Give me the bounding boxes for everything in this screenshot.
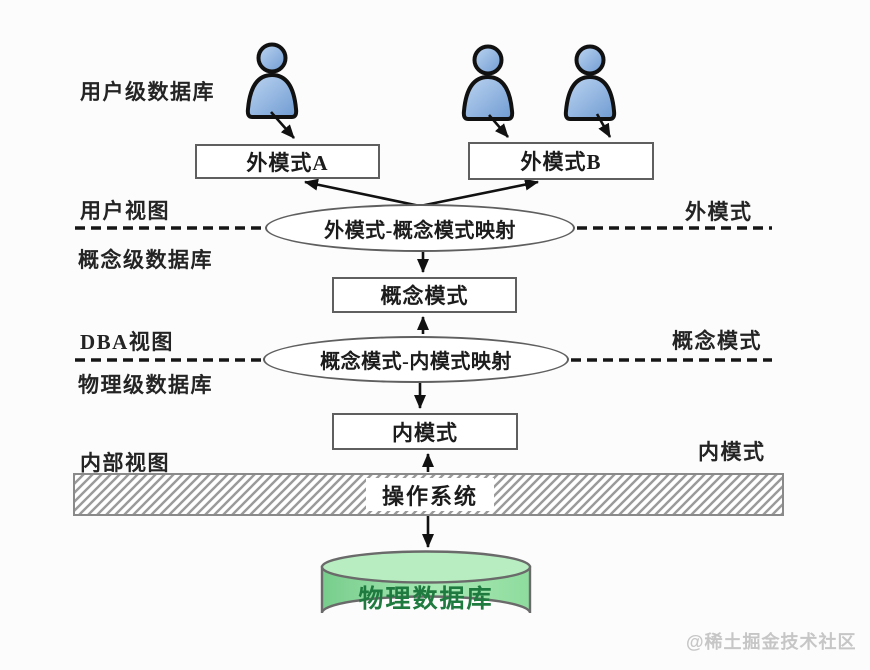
- label-user-view: 用户视图: [80, 199, 170, 223]
- node-conceptual-internal-mapping: 概念模式-内模式映射: [263, 336, 569, 383]
- node-external-schema-a-label: 外模式A: [246, 150, 329, 175]
- node-internal-schema-label: 内模式: [392, 420, 458, 445]
- node-external-schema-a: 外模式A: [195, 144, 380, 179]
- label-physical-level-database: 物理级数据库: [78, 373, 213, 397]
- database-cylinder: [320, 550, 532, 614]
- node-external-schema-b-label: 外模式B: [520, 150, 602, 174]
- label-external-schema-level: 外模式: [685, 200, 753, 224]
- node-internal-schema: 内模式: [332, 413, 518, 450]
- node-external-schema-b: 外模式B: [468, 142, 654, 180]
- node-external-conceptual-mapping-label: 外模式-概念模式映射: [324, 219, 516, 242]
- label-dba-view: DBA视图: [80, 330, 174, 354]
- arrow-user2-to-schema-b: [488, 114, 509, 138]
- watermark: @稀土掘金技术社区: [686, 632, 857, 652]
- operating-system-text: 操作系统: [381, 483, 478, 509]
- label-internal-schema-level: 内模式: [698, 440, 766, 464]
- node-external-conceptual-mapping: 外模式-概念模式映射: [265, 204, 575, 252]
- arrow-user1-to-schema-a: [270, 111, 295, 139]
- operating-system-label: 操作系统: [366, 478, 494, 511]
- label-conceptual-level-database: 概念级数据库: [78, 248, 213, 272]
- node-conceptual-internal-mapping-label: 概念模式-内模式映射: [320, 351, 512, 373]
- arrow-user3-to-schema-b: [595, 113, 612, 138]
- arrow-mapping-to-schema-a: [304, 178, 421, 208]
- arrow-mapping-to-schema-b: [419, 178, 539, 208]
- label-conceptual-schema-level: 概念模式: [672, 329, 762, 353]
- node-conceptual-schema: 概念模式: [332, 277, 517, 313]
- user-icon: [461, 44, 515, 121]
- label-internal-view: 内部视图: [80, 451, 170, 475]
- user-icon: [245, 42, 299, 119]
- physical-database-label: 物理数据库: [340, 581, 512, 613]
- physical-database-text: 物理数据库: [358, 586, 494, 613]
- label-user-level-database: 用户级数据库: [80, 80, 215, 104]
- level-divider-lines: [75, 226, 772, 362]
- node-conceptual-schema-label: 概念模式: [380, 284, 469, 308]
- user-icon: [563, 44, 617, 121]
- flow-arrows: [270, 111, 612, 548]
